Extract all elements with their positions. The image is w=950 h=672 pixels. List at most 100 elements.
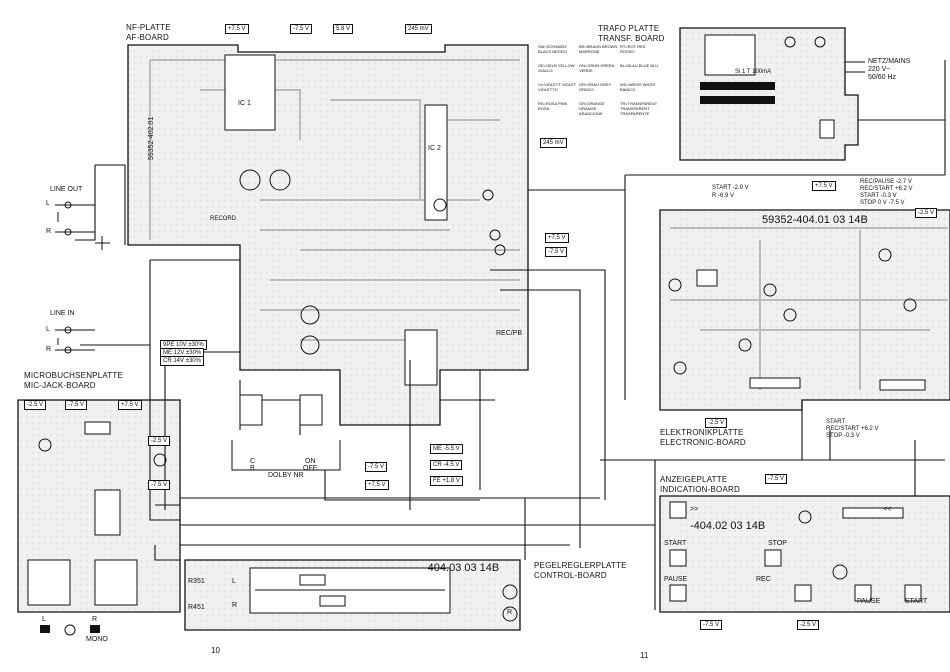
nf-board-title-en: AF-BOARD — [126, 33, 169, 42]
voltage-tag: -2.5 V — [915, 208, 938, 218]
mic-board-title-en: MIC-JACK-BOARD — [24, 381, 96, 390]
pegel-partno: -404.03 03 14B — [424, 562, 500, 574]
mains-frequency: 50/60 Hz — [868, 74, 897, 81]
page-number-left: 10 — [211, 646, 220, 655]
voltage-tag: -7.5 V — [65, 400, 88, 410]
legend-cell: BR=BRAUN BROWN MARRONE — [579, 44, 618, 54]
voltage-tag: -7.5 V — [700, 620, 723, 630]
rec-pause-row: REC/START +6.2 V — [860, 186, 913, 192]
r451-label: R451 — [188, 604, 205, 611]
mains-voltage: 220 V~ — [868, 66, 891, 73]
voltage-tag: -2.5 V — [148, 436, 171, 446]
mic-board — [17, 399, 181, 636]
voltage-tag: 245 mV — [405, 24, 432, 34]
voltage-tag: -7.5 V — [765, 474, 788, 484]
anzeige-board-title-de: ANZEIGEPLATTE — [660, 475, 728, 484]
nf-board — [127, 44, 529, 426]
line-in-r: R — [46, 346, 52, 353]
voltage-tag: +7.5 V — [225, 24, 249, 34]
nf-partno: 59352-402.01 — [148, 116, 155, 160]
voltage-tag: 245 mV — [540, 138, 567, 148]
legend-cell: GR=GRAU GREY GRIGIO — [579, 82, 612, 92]
elektronik-partno: 59352-404.01 03 14B — [762, 214, 868, 226]
mic-jack-r: R — [92, 616, 98, 623]
pegel-r-mark: R — [507, 609, 513, 616]
dolby-nr-label: DOLBY NR — [268, 472, 304, 479]
nf-recpb-label: REC/PB — [496, 330, 523, 337]
bottom-status-row: REC/START +6.2 V — [826, 426, 879, 432]
fuse-label: Si 1 T 100mA — [735, 69, 772, 75]
record-label: RECORD — [210, 216, 237, 222]
voltage-tag: -7.5 V — [148, 480, 171, 490]
voltage-tag: -2.5 V — [797, 620, 820, 630]
legend-cell: VI=VIOLETT VIOLET VIOLETTO — [538, 82, 576, 92]
legend-cell: GE=GELB YELLOW GIALLO — [538, 63, 575, 73]
legend-cell: RS=ROSA PINK ROSA — [538, 101, 568, 111]
voltage-tag: -7.5 V — [365, 462, 388, 472]
voltage-tag: -2.5 V — [705, 418, 728, 428]
nf-ic1-label: IC 1 — [238, 100, 251, 107]
page-number-right: 11 — [640, 651, 649, 660]
dolby-switches — [231, 394, 341, 471]
mode-voltage: ME -5.5 V — [430, 444, 463, 454]
line-jacks — [55, 201, 95, 354]
line-in-label: LINE IN — [50, 310, 75, 317]
pegel-board — [184, 559, 521, 631]
wire-color-legend: SW=SCHWARZ BLACK NEGRO BR=BRAUN BROWN MA… — [538, 44, 660, 120]
fwd-button-label: >> — [690, 506, 699, 513]
pegel-board-title-de: PEGELREGLERPLATTE — [534, 561, 627, 570]
nf-ic2-label: IC 2 — [428, 145, 441, 152]
r351-label: R351 — [188, 578, 205, 585]
legend-cell: GN=GRÜN GREEN VERDE — [579, 63, 615, 73]
voltage-tag: 5.8 V — [333, 24, 354, 34]
mic-jack-l: L — [42, 616, 46, 623]
pegel-board-title-en: CONTROL-BOARD — [534, 571, 607, 580]
voltage-tag: -2.5 V — [24, 400, 47, 410]
mode-voltage: FE +1.8 V — [430, 476, 463, 486]
anzeige-board — [659, 495, 950, 613]
trafo-board — [679, 27, 865, 161]
rew-button-label: << — [883, 506, 892, 513]
elektronik-board-title-de: ELEKTRONIKPLATTE — [660, 428, 744, 437]
dolby-c: C — [250, 458, 256, 465]
line-out-l: L — [46, 200, 50, 207]
anzeige-partno: -404.02 03 14B — [690, 520, 766, 532]
bottom-status-row: STOP -0.3 V — [826, 433, 860, 439]
start-button-label-left: START — [664, 540, 687, 547]
trafo-board-title-en: TRANSF. BOARD — [598, 34, 665, 43]
mode-voltage: CR -4.5 V — [430, 460, 463, 470]
dolby-b: B — [250, 465, 255, 472]
voltage-tag: -7.5 V — [545, 247, 568, 257]
bias-spec-3: CR 14V ±30% — [160, 356, 204, 366]
pause-button-label-left: PAUSE — [664, 576, 688, 583]
legend-cell: OR=ORANGE ORANGE ARANCIONE — [579, 101, 605, 116]
legend-cell: BL=BLAU BLUE BLU — [620, 63, 659, 68]
mic-mono-label: MONO — [86, 636, 108, 643]
voltage-tag: +7.5 V — [118, 400, 142, 410]
rec-pause-row: STOP 0 V -7.5 V — [860, 200, 905, 206]
line-out-label: LINE OUT — [50, 186, 83, 193]
legend-cell: RT=ROT RED ROSSO — [620, 44, 646, 54]
elektronik-board-title-en: ELECTRONIC-BOARD — [660, 438, 746, 447]
voltage-tag: +7.5 V — [812, 181, 836, 191]
dolby-off: OFF — [303, 465, 317, 472]
nf-board-title-de: NF-PLATTE — [126, 23, 171, 32]
pegel-r: R — [232, 602, 238, 609]
start-button-label-right: START — [905, 598, 928, 605]
line-out-r: R — [46, 228, 52, 235]
start-voltage-row: R -6.9 V — [712, 193, 735, 199]
legend-cell: TR=TRANSPARENT TRANSPARENT TRASPARENTE — [620, 101, 658, 116]
pegel-l: L — [232, 578, 236, 585]
legend-cell: SW=SCHWARZ BLACK NEGRO — [538, 44, 567, 54]
stop-button-label: STOP — [768, 540, 787, 547]
mains-label: NETZ/MAINS — [868, 58, 911, 65]
line-in-l: L — [46, 326, 50, 333]
trafo-board-title-de: TRAFO PLATTE — [598, 24, 660, 33]
voltage-tag: -7.5 V — [290, 24, 313, 34]
rec-pause-row: REC/PAUSE -2.7 V — [860, 179, 912, 185]
elektronik-board — [659, 209, 950, 411]
start-voltage-row: START -2.9 V — [712, 185, 749, 191]
interconnect-wires — [75, 60, 946, 610]
rec-button-label: REC — [756, 576, 771, 583]
